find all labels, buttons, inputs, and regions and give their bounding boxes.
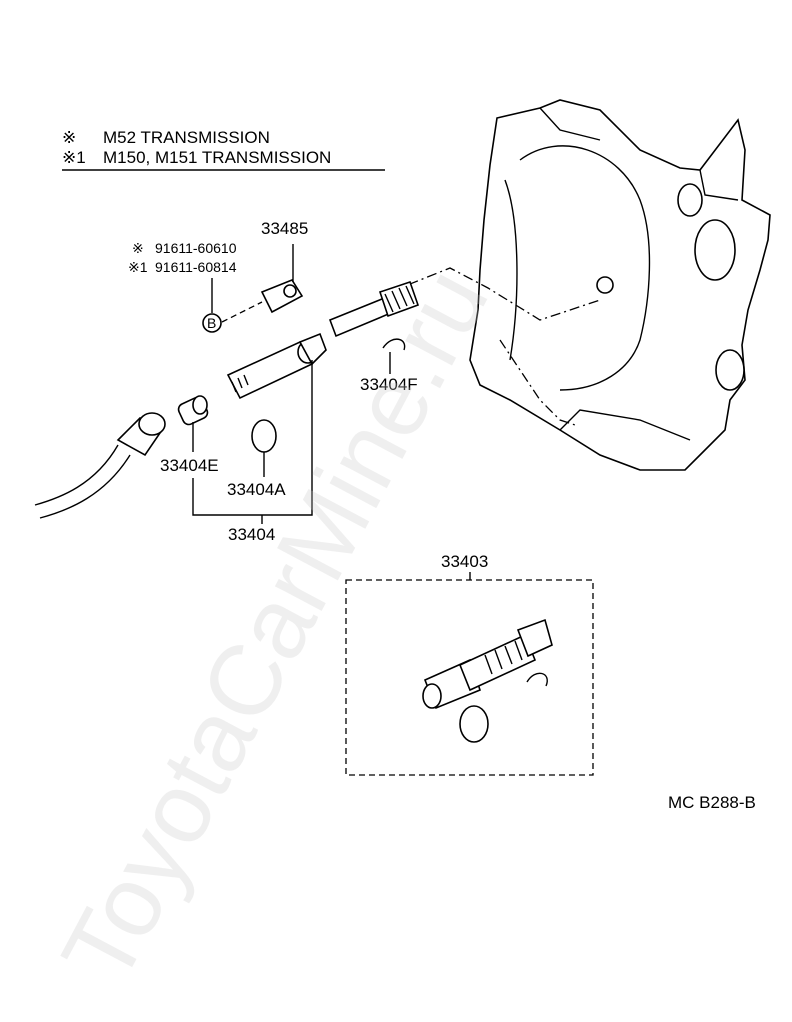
- speedometer-cable: [34, 412, 166, 519]
- part-driven-gear: [328, 280, 420, 338]
- part-33404E: [177, 395, 209, 426]
- part-33485-plate: [260, 279, 304, 314]
- bolt-code-a: 91611-60610: [155, 240, 237, 256]
- bolt-code-b-mark: ※1: [128, 259, 148, 275]
- bolt-code-a-mark: ※: [132, 240, 144, 256]
- legend-mark-1: ※: [62, 128, 76, 147]
- label-33485: 33485: [261, 219, 308, 238]
- label-33403: 33403: [441, 552, 488, 571]
- part-33404A-oring: [251, 419, 277, 453]
- leader-case-inner: [499, 339, 576, 426]
- bracket-33404: [192, 360, 313, 516]
- bolt-symbol: B: [202, 313, 222, 333]
- leader-bolt-plate: [221, 301, 263, 323]
- figure-code: MC B288-B: [668, 793, 756, 812]
- label-33404F: 33404F: [360, 375, 418, 394]
- kit-33403-parts: [422, 618, 553, 743]
- legend: ※ M52 TRANSMISSION ※1 M150, M151 TRANSMI…: [62, 128, 385, 171]
- transmission-case: [469, 99, 771, 471]
- bolt-symbol-letter: B: [207, 315, 216, 331]
- kit-box-33403: [345, 579, 594, 776]
- leader-to-case: [389, 267, 601, 321]
- part-sleeve: [226, 332, 327, 400]
- label-33404: 33404: [228, 525, 275, 544]
- legend-line-1: M52 TRANSMISSION: [103, 128, 270, 147]
- legend-mark-2: ※1: [62, 148, 86, 167]
- label-33404A: 33404A: [227, 480, 286, 499]
- legend-line-2: M150, M151 TRANSMISSION: [103, 148, 331, 167]
- label-33404E: 33404E: [160, 456, 219, 475]
- part-33404F-clip: [382, 338, 406, 351]
- bolt-code-b: 91611-60814: [155, 259, 237, 275]
